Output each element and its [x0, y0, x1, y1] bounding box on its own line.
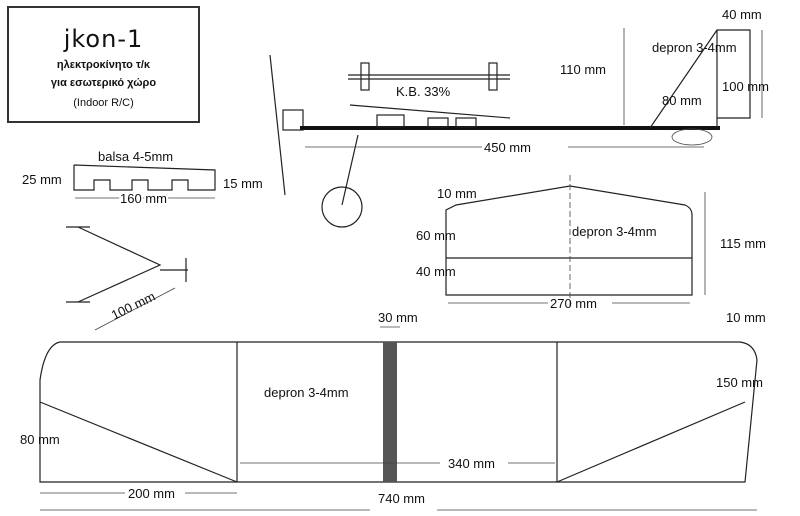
model-title: jkon-1 — [63, 25, 144, 53]
wing-panel-label: 200 mm — [128, 486, 175, 501]
motor — [282, 109, 304, 131]
propeller — [269, 54, 286, 196]
subtitle-greek-2: για εσωτερικό χώρο — [50, 77, 157, 89]
rib-right-label: 15 mm — [223, 176, 263, 191]
rubber-band-left — [360, 62, 370, 91]
fuselage-stick — [300, 126, 720, 130]
rib-outline — [73, 164, 216, 191]
center-section — [383, 342, 397, 482]
wing-root-height-label: 80 mm — [20, 432, 60, 447]
gear-wire — [77, 226, 162, 303]
stab-top-label: 10 mm — [437, 186, 477, 201]
aileron-line — [556, 401, 746, 483]
rib: balsa 4-5mm 25 mm 15 mm 160 mm — [22, 149, 263, 208]
rib-length-label: 160 mm — [120, 191, 167, 206]
rib-material-label: balsa 4-5mm — [98, 149, 173, 164]
stab-material-label: depron 3-4mm — [572, 224, 657, 239]
battery — [376, 114, 405, 128]
rib-left-label: 25 mm — [22, 172, 62, 187]
fin-outline — [649, 29, 751, 129]
wheel — [321, 186, 363, 228]
cg-label: K.B. 33% — [396, 84, 451, 99]
gear-length-label: 100 mm — [109, 289, 158, 323]
stab-rear-label: 40 mm — [416, 264, 456, 279]
fin-height-label: 110 mm — [560, 62, 606, 77]
receiver — [427, 117, 449, 128]
subtitle-greek-1: ηλεκτροκίνητο τ/κ — [56, 59, 151, 71]
wing-tip-top-label: 10 mm — [726, 310, 766, 325]
stab-outline — [445, 185, 693, 296]
stab-front-label: 60 mm — [416, 228, 456, 243]
landing-gear-leg — [341, 134, 359, 206]
dim-line — [94, 287, 176, 331]
fin-material-label: depron 3-4mm — [652, 40, 737, 55]
stabilizer: 10 mm 60 mm 40 mm depron 3-4mm 115 mm 27… — [416, 175, 766, 311]
side-view: K.B. 33% 450 mm — [269, 54, 720, 228]
stab-height-label: 115 mm — [720, 236, 766, 251]
tail-skid — [671, 128, 713, 146]
rubber-band-right — [488, 62, 498, 91]
aileron-line — [39, 401, 238, 483]
fin-base-label: 80 mm — [662, 93, 702, 108]
landing-gear: 100 mm — [66, 226, 188, 331]
title-box: jkon-1 ηλεκτροκίνητο τ/κ για εσωτερικό χ… — [7, 6, 200, 123]
wing: 30 mm 10 mm depron 3-4mm 150 mm 80 mm 34… — [20, 310, 766, 511]
fin-top-label: 40 mm — [722, 7, 762, 22]
fin-height2-label: 100 mm — [722, 79, 769, 94]
fin: 40 mm depron 3-4mm 110 mm 100 mm 80 mm — [560, 7, 769, 129]
wing-side — [349, 104, 511, 119]
fuselage-length-label: 450 mm — [484, 140, 531, 155]
wing-span-label: 740 mm — [378, 491, 425, 506]
stab-span-label: 270 mm — [550, 296, 597, 311]
wing-center-label: 30 mm — [378, 310, 418, 325]
wing-center-span-label: 340 mm — [448, 456, 495, 471]
servo — [455, 117, 477, 128]
subtitle-english: (Indoor R/C) — [73, 97, 134, 109]
wing-tip-label: 150 mm — [716, 375, 763, 390]
wing-outline — [39, 341, 758, 483]
wing-material-label: depron 3-4mm — [264, 385, 349, 400]
